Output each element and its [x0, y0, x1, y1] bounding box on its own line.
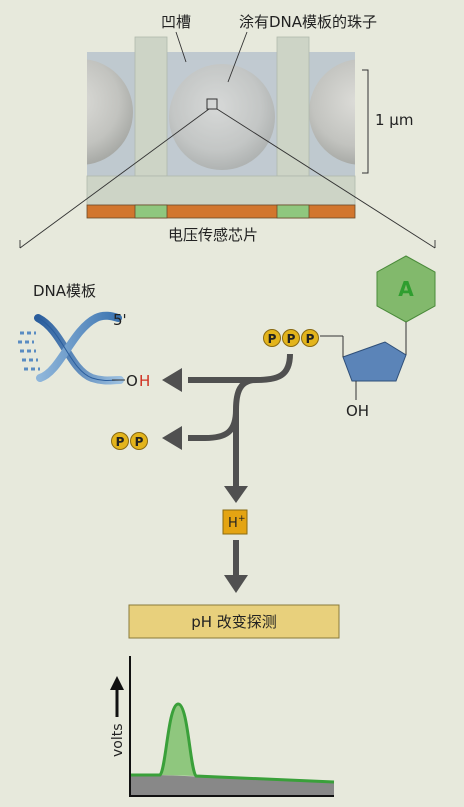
scale-label: 1 μm — [375, 111, 413, 129]
svg-text:P: P — [306, 332, 315, 346]
adenine-letter: A — [398, 277, 414, 301]
five-prime-label: 5' — [113, 311, 127, 329]
three-prime-oxygen: O — [126, 372, 138, 390]
volts-label: volts — [110, 723, 126, 757]
svg-text:P: P — [116, 435, 125, 449]
chip-label: 电压传感芯片 — [168, 226, 258, 244]
chip-illustration — [0, 31, 464, 249]
phosphate-2 — [282, 329, 300, 347]
svg-text:P: P — [135, 435, 144, 449]
pillar-left — [134, 36, 168, 177]
zoom-square — [206, 98, 218, 110]
ph-detection-box — [128, 604, 340, 639]
dna-helix — [18, 311, 124, 385]
sensor-pad-left — [134, 204, 168, 219]
proton-box: H + — [222, 509, 248, 535]
ppi-phosphate-1 — [111, 432, 129, 450]
proton-label: H — [228, 516, 238, 531]
scale-bar — [362, 69, 369, 174]
bead-center — [169, 64, 275, 170]
three-prime-hydrogen: H — [139, 372, 150, 390]
sugar-oh-label: OH — [346, 402, 369, 420]
proton-charge: + — [238, 514, 246, 524]
bead-label: 涂有DNA模板的珠子 — [239, 13, 377, 31]
svg-text:P: P — [287, 332, 296, 346]
dna-template-label: DNA模板 — [33, 282, 96, 300]
ribose-sugar — [342, 341, 407, 382]
sensor-pad-right — [276, 204, 310, 219]
phosphate-1 — [263, 329, 281, 347]
signal-line — [130, 702, 335, 784]
well-label: 凹槽 — [161, 13, 191, 31]
pyrophosphate: P P — [111, 432, 148, 450]
peak-area — [160, 703, 196, 776]
ppi-phosphate-2 — [130, 432, 148, 450]
ph-detection-label: pH 改变探测 — [191, 613, 277, 631]
voltage-plot — [110, 656, 335, 797]
pillar-right — [276, 36, 310, 177]
phosphate-3 — [301, 329, 319, 347]
volts-arrow-icon — [110, 676, 124, 690]
reaction-arrows — [188, 353, 293, 578]
svg-text:P: P — [268, 332, 277, 346]
sensor-strip-orange — [86, 204, 356, 219]
arrowheads — [162, 368, 248, 593]
nucleotide: A — [320, 255, 436, 400]
chip-base — [86, 175, 356, 206]
triphosphate: P P P — [263, 329, 319, 347]
